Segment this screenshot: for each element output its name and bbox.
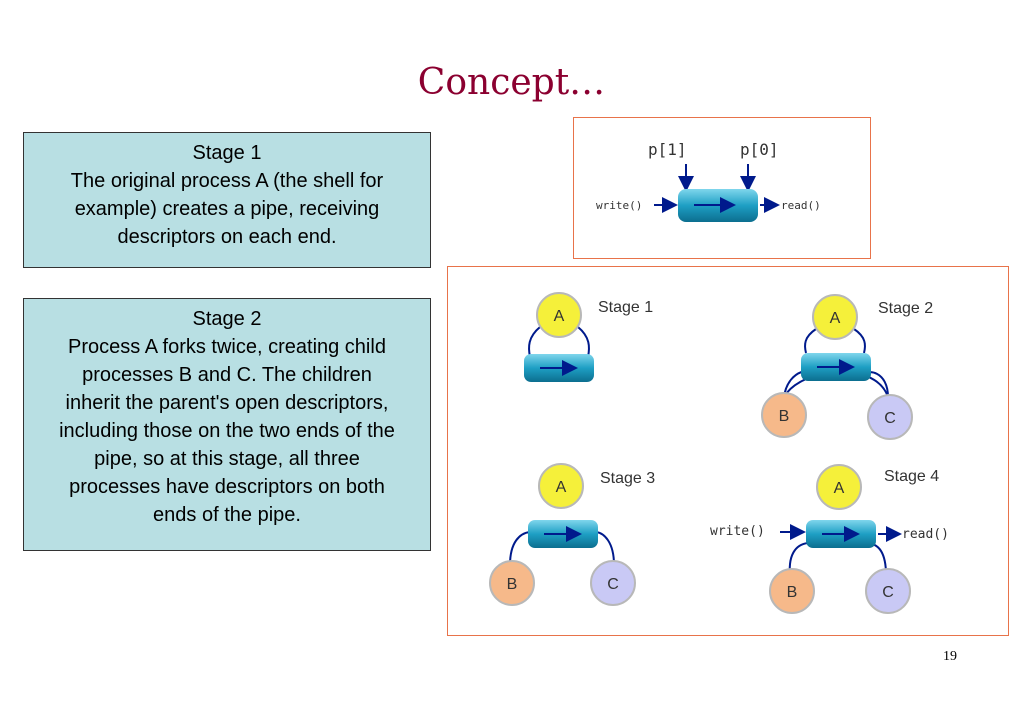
write-end-label: p[1]: [648, 140, 687, 159]
read-end-label: p[0]: [740, 140, 779, 159]
connection-line: [595, 531, 615, 566]
connection-line: [528, 326, 541, 358]
stage1-heading: Stage 1: [192, 142, 262, 164]
connection-line: [804, 328, 817, 354]
connection-line: [853, 328, 866, 354]
process-a-node: [538, 463, 584, 509]
stage-label: Stage 3: [600, 470, 655, 487]
connection-line: [577, 326, 590, 358]
process-a-label: A: [556, 479, 567, 496]
process-c-label: C: [882, 584, 894, 601]
process-b-node: [769, 568, 815, 614]
process-a-label: A: [554, 308, 565, 325]
stage2-text-line: inherit the parent's open descriptors,: [65, 392, 389, 414]
process-c-node: [865, 568, 911, 614]
page-number: 19: [943, 649, 957, 664]
stage2-text-line: ends of the pipe.: [153, 504, 301, 526]
connection-line: [509, 531, 531, 566]
stages-diagram-frame: A Stage 1 A B C Stage 2 A: [447, 266, 1009, 636]
stage1-text-line: example) creates a pipe, receiving: [74, 198, 380, 220]
process-a-label: A: [830, 310, 841, 327]
stages-diagram: A Stage 1 A B C Stage 2 A: [489, 292, 949, 614]
stage3-diagram: A B C Stage 3: [489, 463, 655, 606]
stage2-text-line: Process A forks twice, creating child: [68, 336, 386, 358]
stage2-text-line: processes have descriptors on both: [69, 476, 385, 498]
stage-label: Stage 2: [878, 300, 933, 317]
stage2-diagram: A B C Stage 2: [761, 294, 933, 440]
process-a-node: [812, 294, 858, 340]
stage2-text-line: processes B and C. The children: [82, 364, 372, 386]
stage1-text-line: descriptors on each end.: [117, 226, 337, 248]
stage1-description-box: Stage 1 The original process A (the shel…: [23, 132, 431, 268]
process-b-node: [761, 392, 807, 438]
write-call-label: write(): [710, 524, 765, 539]
process-c-label: C: [884, 410, 896, 427]
process-b-label: B: [507, 576, 518, 593]
stage-label: Stage 1: [598, 299, 653, 316]
stage-label: Stage 4: [884, 468, 939, 485]
read-call-label: read(): [902, 527, 949, 542]
slide-title: Concept…: [417, 62, 606, 103]
process-b-node: [489, 560, 535, 606]
stage2-text-line: including those on the two ends of the: [59, 420, 395, 442]
stage2-text-line: pipe, so at this stage, all three: [94, 448, 360, 470]
process-c-label: C: [607, 576, 619, 593]
process-b-label: B: [787, 584, 798, 601]
process-a-node: [816, 464, 862, 510]
process-b-label: B: [779, 408, 790, 425]
pipe-diagram-frame: p[1] p[0] write() read(): [573, 117, 871, 259]
stage1-text-line: The original process A (the shell for: [70, 170, 384, 192]
process-a-node: [536, 292, 582, 338]
stage2-description-box: Stage 2 Process A forks twice, creating …: [23, 298, 431, 551]
stage4-diagram: A Stage 4 write() read() B C: [710, 464, 949, 614]
process-c-node: [867, 394, 913, 440]
stage1-diagram: A Stage 1: [524, 292, 653, 382]
write-call-label: write(): [596, 199, 642, 212]
pipe-diagram: p[1] p[0] write() read(): [596, 140, 821, 222]
read-call-label: read(): [781, 199, 821, 212]
process-a-label: A: [834, 480, 845, 497]
stage2-heading: Stage 2: [192, 308, 262, 330]
process-c-node: [590, 560, 636, 606]
